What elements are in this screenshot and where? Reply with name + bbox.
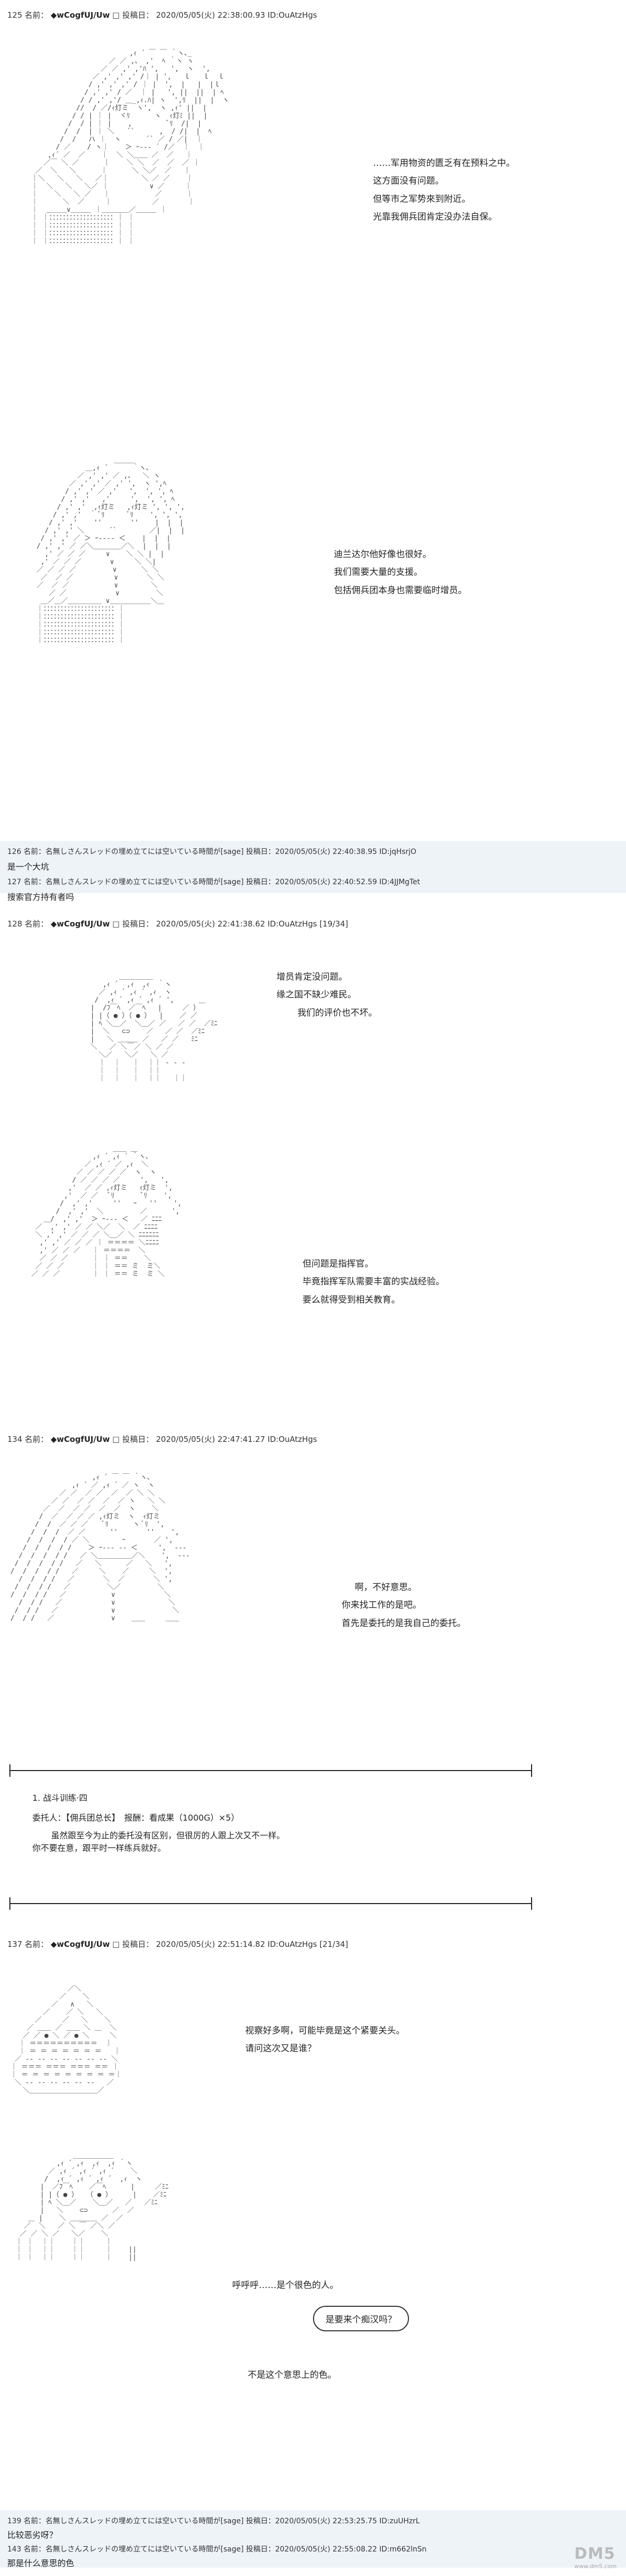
poster-id[interactable]: ID:OuAtzHgs	[267, 1940, 317, 1949]
dialogue-line: 首先是委托的是我自己的委托。	[342, 1618, 466, 1629]
site-watermark: DM5 www.dm5.com	[574, 2545, 617, 2570]
quest-title: 1. 战斗训练·四	[32, 1793, 88, 1803]
quest-divider-tick-left	[9, 1764, 10, 1777]
watermark-url: www.dm5.com	[574, 2563, 617, 2570]
dialogue-line: 迪兰达尔他好像也很好。	[334, 549, 431, 560]
reply-band-139	[0, 2510, 626, 2568]
dialogue-line: 我们的评价也不坏。	[297, 1007, 377, 1018]
quest-box: 1. 战斗训练·四 委托人：【佣兵团总长】 报酬：看成果（1000G）×5） 虽…	[32, 1792, 285, 1855]
reply-header-127: 127 名前：名無しさんスレッドの埋め立てには空いている時間が[sage] 投稿…	[7, 878, 420, 886]
dialogue-125: ……军用物资的匮乏有在预料之中。 这方面没有问题。 但等市之军势來到附近。 光靠…	[373, 157, 515, 228]
quest-desc-2: 你不要在意，跟平时一样练兵就好。	[32, 1843, 166, 1853]
separator-icon: □	[112, 919, 120, 929]
dialogue-line: 增员肯定没问题。	[276, 972, 347, 982]
dialogue-line: 要么就得受到相关教育。	[303, 1294, 400, 1305]
dialogue-line: 啊，不好意思。	[355, 1582, 417, 1593]
name-label: 名前：	[25, 919, 49, 929]
separator-icon: □	[112, 1435, 120, 1444]
post-date: 2020/05/05(火) 22:51:14.82	[156, 1940, 266, 1949]
dialogue-line: 但等市之军势來到附近。	[373, 194, 471, 204]
dialogue-line: 不是这个意思上的色。	[248, 2370, 336, 2380]
dialogue-line: ……军用物资的匮乏有在预料之中。	[373, 158, 515, 168]
date-label: 投稿日：	[122, 919, 154, 929]
dialogue-line: 请问这次又是谁？	[245, 2043, 316, 2054]
post-header-125: 125 名前： ◆wCogfUJ/Uw □ 投稿日： 2020/05/05(火)…	[7, 9, 317, 20]
dialogue-134: 啊，不好意思。 你来找工作的是吧。 首先是委托的是我自己的委托。	[342, 1581, 466, 1634]
post-date: 2020/05/05(火) 22:38:00.93	[156, 10, 266, 20]
post-date: 2020/05/05(火) 22:41:38.62	[156, 919, 266, 929]
dialogue-line: 光靠我佣兵团肯定没办法自保。	[373, 212, 497, 223]
post-count: [21/34]	[319, 1940, 348, 1949]
ascii-art-old-man: ＿＿＿＿＿ ,ｨ ´ ,ｨ ,ｨ ｀ヽ ／ ,ｨ ´ ,ｨ ´ ,ｨ ヽ / ,…	[90, 973, 218, 1082]
dialogue-128: 增员肯定没问题。 缘之国不缺少难民。 我们的评价也不坏。	[276, 970, 377, 1024]
quest-divider-top	[10, 1770, 532, 1771]
reply-header-139: 139 名前：名無しさんスレッドの埋め立てには空いている時間が[sage] 投稿…	[7, 2517, 420, 2525]
reply-band-126	[0, 841, 626, 893]
date-label: 投稿日：	[122, 1940, 154, 1949]
separator-icon: □	[112, 10, 120, 20]
post-date: 2020/05/05(火) 22:47:41.27	[156, 1435, 266, 1444]
quest-divider-tick-right	[531, 1897, 532, 1910]
dialogue-line: 我们需要大量的支援。	[334, 567, 423, 578]
ascii-art-hooded: ／＼ ／ ＼ ／ ∧ ＼ ／ ／ ＼ ＼ ／ ／ ＼ ＼ ／ ＿＿ ／ ＿＿ ＼…	[10, 1985, 122, 2094]
ascii-art-girl-2: ＿＿＿ ＿,ｨ ´ ｀ヽ､ ／ ,' ,' ／ ,、 ＼ ヽ ／ ,' ,' ／…	[37, 456, 185, 644]
ascii-art-old-man-2: ＿＿＿＿＿＿ ,ｨ ´ ,ｨ ,ｨ ,ｨ ｀ヽ ／ ,ｨ ´ ,ｨ ´ ,ｨ ´…	[16, 2152, 169, 2261]
post-header-137: 137 名前： ◆wCogfUJ/Uw □ 投稿日： 2020/05/05(火)…	[7, 1939, 348, 1949]
poster-id[interactable]: ID:OuAtzHgs	[267, 1435, 317, 1444]
poster-id[interactable]: ID:OuAtzHgs	[267, 919, 317, 929]
reply-header-126: 126 名前：名無しさんスレッドの埋め立てには空いている時間が[sage] 投稿…	[7, 848, 417, 856]
dialogue-line: 但问题是指挥官。	[303, 1259, 374, 1269]
dialogue-137: 视察好多啊，可能毕竟是这个紧要关头。 请问这次又是谁？	[245, 2024, 405, 2060]
reply-body-139: 比较恶劣呀？	[7, 2530, 58, 2540]
poster-id[interactable]: ID:OuAtzHgs	[267, 10, 317, 20]
post-count: [19/34]	[319, 919, 348, 929]
name-label: 名前：	[25, 10, 49, 20]
speech-balloon: 是要来个痴汉吗？	[313, 2306, 409, 2331]
name-label: 名前：	[25, 1940, 49, 1949]
dialogue-line: 呼呼呼……是个很色的人。	[232, 2280, 339, 2291]
reply-body-127: 搜索官方持有者吗	[7, 892, 75, 902]
dialogue-128b: 但问题是指挥官。 毕竟指挥军队需要丰富的实战经验。 要么就得受到相关教育。	[303, 1257, 444, 1311]
quest-divider-bottom	[10, 1903, 532, 1904]
separator-icon: □	[112, 1940, 120, 1949]
ascii-art-girl-1: ,ｨ ´ ￣ ￣ ｀ヽ､_ ／ ／ ,、 ,' ﾍ ｀ヽ ヽ ／ ／ ,' ,'…	[31, 50, 230, 245]
reply-body-126: 是一个大坑	[7, 862, 50, 872]
dialogue-line: 你来找工作的是吧。	[342, 1600, 422, 1611]
post-header-134: 134 名前： ◆wCogfUJ/Uw □ 投稿日： 2020/05/05(火)…	[7, 1434, 317, 1445]
watermark-brand: DM5	[574, 2545, 616, 2563]
reply-body-143: 那是什么意思的色	[7, 2558, 75, 2568]
date-label: 投稿日：	[122, 10, 154, 20]
ascii-art-girl-3: ＿＿ ＿ ,ｨ ´ ,ｨ ´ ｀ヽ､ ／ ,ｨ ´ ／ ,ｨ ＼ ／ ／ ／ ／…	[31, 1145, 182, 1278]
ascii-art-boss: ,ｨ ´ ￣ ￣ ｀ヽ､ ,ｨ ´ ／ ,ｨ ´ ／ ヽ ヽ ／ ／ ／ ／ ／…	[10, 1474, 190, 1622]
dialogue-137b-1: 呼呼呼……是个很色的人。	[232, 2279, 339, 2296]
poster-tripcode[interactable]: ◆wCogfUJ/Uw	[51, 1940, 110, 1949]
dialogue-line: 毕竟指挥军队需要丰富的实战经验。	[303, 1277, 444, 1287]
dialogue-line: 视察好多啊，可能毕竟是这个紧要关头。	[245, 2026, 405, 2036]
post-number: 137	[7, 1940, 22, 1949]
post-number: 128	[7, 919, 22, 929]
dialogue-125b: 迪兰达尔他好像也很好。 我们需要大量的支援。 包括佣兵团本身也需要临时增员。	[334, 548, 467, 601]
dialogue-line: 这方面没有问题。	[373, 176, 444, 187]
post-number: 125	[7, 10, 22, 20]
quest-client: 委托人：【佣兵团总长】 报酬：看成果（1000G）×5）	[32, 1813, 239, 1823]
poster-tripcode[interactable]: ◆wCogfUJ/Uw	[51, 10, 110, 20]
name-label: 名前：	[25, 1435, 49, 1444]
quest-divider-tick-left	[9, 1897, 10, 1910]
post-number: 134	[7, 1435, 22, 1444]
dialogue-137b-2: 不是这个意思上的色。	[248, 2368, 336, 2386]
dialogue-line: 缘之国不缺少难民。	[276, 990, 356, 1001]
poster-tripcode[interactable]: ◆wCogfUJ/Uw	[51, 1435, 110, 1444]
quest-divider-tick-right	[531, 1764, 532, 1777]
post-header-128: 128 名前： ◆wCogfUJ/Uw □ 投稿日： 2020/05/05(火)…	[7, 918, 348, 929]
dialogue-line: 包括佣兵团本身也需要临时增员。	[334, 585, 467, 596]
poster-tripcode[interactable]: ◆wCogfUJ/Uw	[51, 919, 110, 929]
date-label: 投稿日：	[122, 1435, 154, 1444]
reply-header-143: 143 名前：名無しさんスレッドの埋め立てには空いている時間が[sage] 投稿…	[7, 2545, 427, 2554]
quest-desc-1: 虽然跟至今为止的委托没有区别，但很厉的人跟上次又不一样。	[51, 1831, 285, 1840]
